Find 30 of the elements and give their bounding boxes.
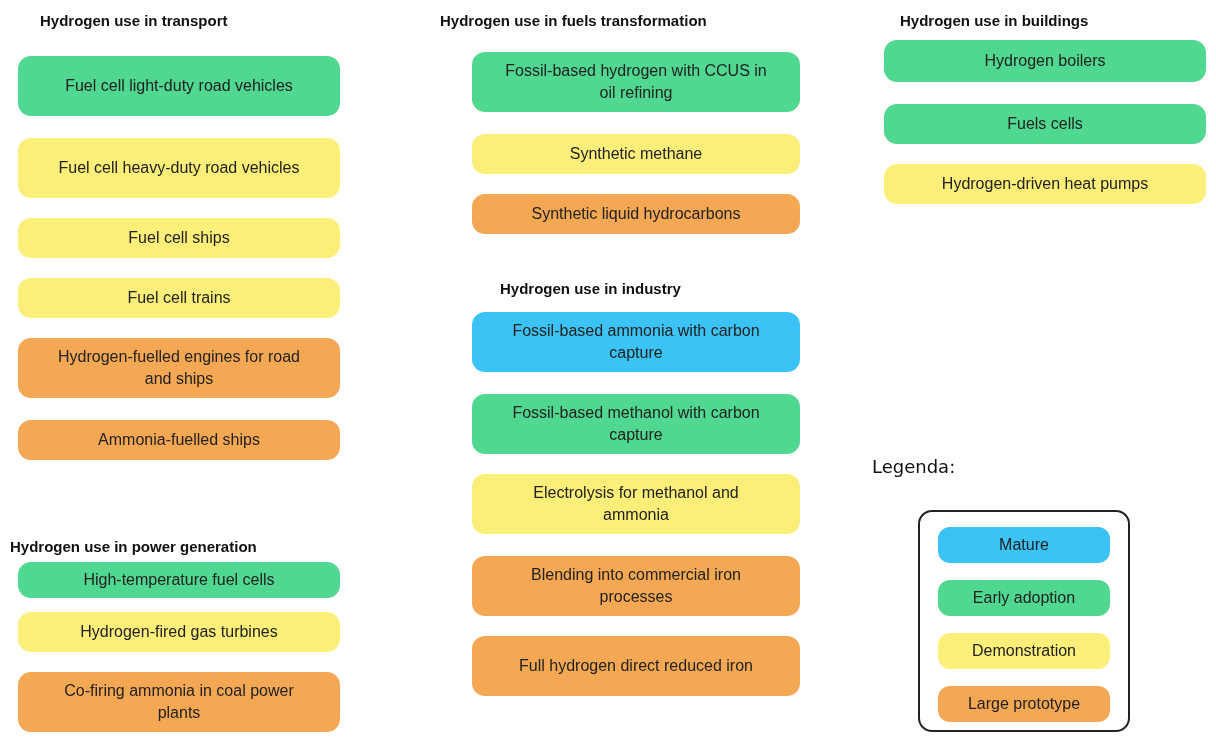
technology-tag: Co-firing ammonia in coal power plants (18, 672, 340, 732)
technology-tag: Hydrogen-driven heat pumps (884, 164, 1206, 204)
section-heading: Hydrogen use in buildings (900, 12, 1089, 29)
technology-tag: Hydrogen-fuelled engines for road and ships (18, 338, 340, 398)
section-heading: Hydrogen use in industry (500, 280, 681, 297)
technology-tag: Hydrogen-fired gas turbines (18, 612, 340, 652)
technology-tag: Electrolysis for methanol and ammonia (472, 474, 800, 534)
technology-tag: Blending into commercial iron processes (472, 556, 800, 616)
technology-tag: Fossil-based ammonia with carbon capture (472, 312, 800, 372)
technology-tag: Synthetic methane (472, 134, 800, 174)
technology-tag: Fuel cell light-duty road vehicles (18, 56, 340, 116)
technology-tag: Hydrogen boilers (884, 40, 1206, 82)
legend-swatch: Large prototype (938, 686, 1110, 722)
technology-tag: Fossil-based hydrogen with CCUS in oil refining (472, 52, 800, 112)
section-heading: Hydrogen use in transport (40, 12, 228, 29)
technology-tag: Fuels cells (884, 104, 1206, 144)
technology-tag: High-temperature fuel cells (18, 562, 340, 598)
legend-swatch: Demonstration (938, 633, 1110, 669)
technology-tag: Fuel cell trains (18, 278, 340, 318)
technology-tag: Ammonia-fuelled ships (18, 420, 340, 460)
technology-tag: Synthetic liquid hydrocarbons (472, 194, 800, 234)
technology-tag: Fuel cell ships (18, 218, 340, 258)
section-heading: Hydrogen use in power generation (10, 538, 257, 555)
legend-swatch: Early adoption (938, 580, 1110, 616)
legend-swatch: Mature (938, 527, 1110, 563)
section-heading: Hydrogen use in fuels transformation (440, 12, 707, 29)
legend-title: Legenda: (872, 456, 956, 477)
technology-tag: Fuel cell heavy-duty road vehicles (18, 138, 340, 198)
technology-tag: Fossil-based methanol with carbon capture (472, 394, 800, 454)
technology-tag: Full hydrogen direct reduced iron (472, 636, 800, 696)
